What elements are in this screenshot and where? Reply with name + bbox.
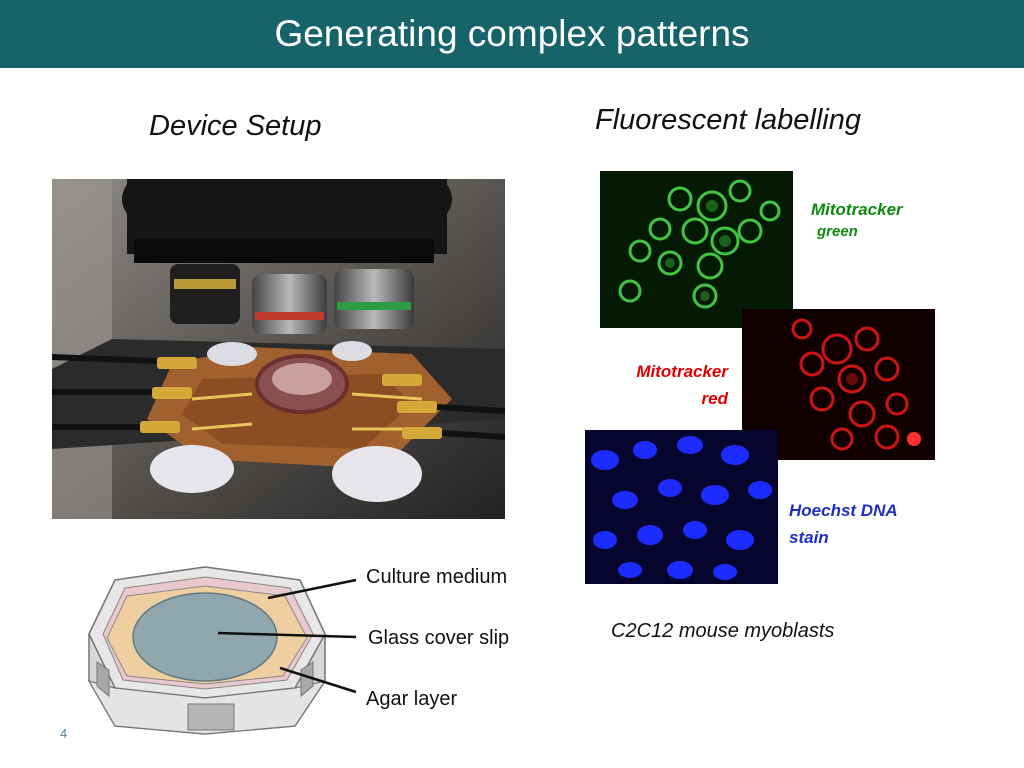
mitotracker-green-image [600, 171, 793, 328]
mitotracker-green-label: Mitotracker green [811, 196, 903, 243]
glass-cover-slip-label: Glass cover slip [368, 627, 510, 649]
hoechst-dna-image [585, 430, 778, 584]
culture-medium-label: Culture medium [366, 566, 508, 588]
cell-line-caption: C2C12 mouse myoblasts [611, 620, 835, 642]
hoechst-label-line2: stain [789, 528, 829, 547]
mitotracker-green-label-line1: Mitotracker [811, 200, 903, 219]
slide-title: Generating complex patterns [274, 13, 750, 54]
mitotracker-green-label-line2: green [817, 223, 858, 240]
title-bar: Generating complex patterns [0, 0, 1024, 68]
fluorescent-labelling-heading: Fluorescent labelling [595, 104, 861, 136]
hoechst-label-line1: Hoechst DNA [789, 501, 898, 520]
agar-layer-label: Agar layer [366, 688, 458, 710]
device-setup-photo [52, 179, 505, 519]
slide-number: 4 [60, 726, 68, 741]
mitotracker-red-label: Mitotracker red [600, 358, 728, 412]
culture-dish-diagram [85, 566, 365, 736]
hoechst-label: Hoechst DNA stain [789, 497, 898, 551]
device-setup-heading: Device Setup [149, 110, 322, 142]
mitotracker-red-label-line2: red [701, 389, 728, 408]
mitotracker-red-label-line1: Mitotracker [636, 362, 728, 381]
